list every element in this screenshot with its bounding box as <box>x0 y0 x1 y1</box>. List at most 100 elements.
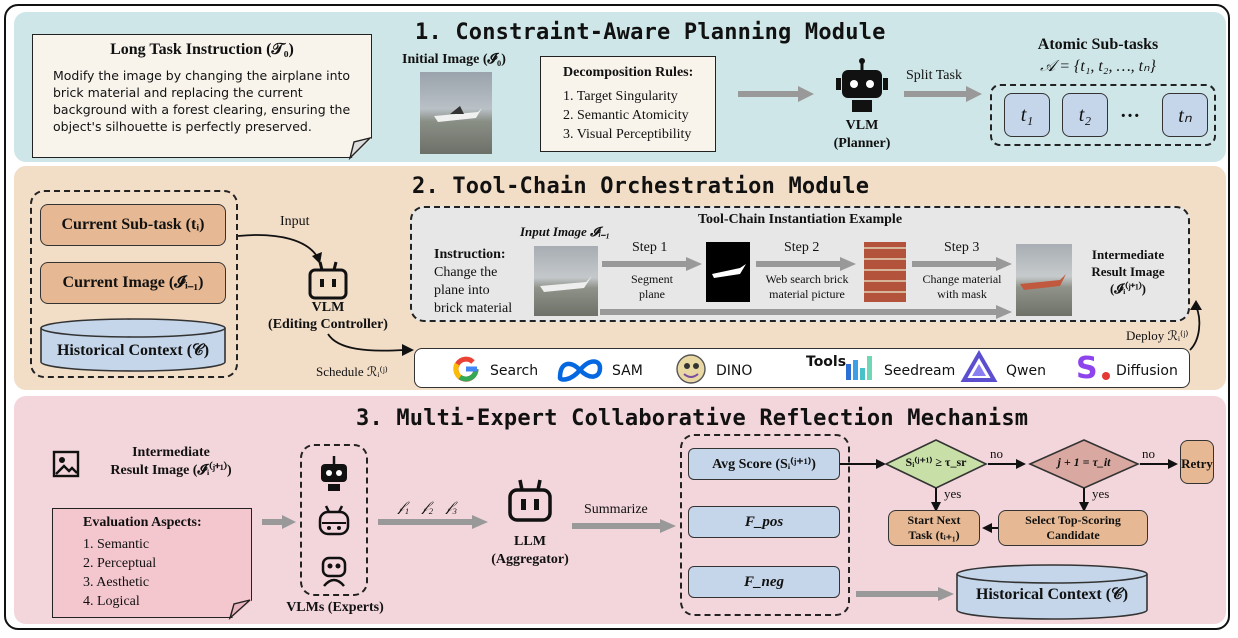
feedback-3: 𝒻₃ <box>446 500 458 515</box>
result-label: Intermediate Result Image (𝓘ᵢ⁽ʲ⁺¹⁾) <box>1076 246 1180 297</box>
aspects-list: 1. Semantic 2. Perceptual 3. Aesthetic 4… <box>83 535 156 611</box>
mask-image <box>706 242 750 302</box>
feedback-container <box>680 434 850 616</box>
instruction-line: Change the <box>434 265 498 280</box>
step3-desc: Change material with mask <box>914 272 1010 302</box>
instruction-head: Instruction: <box>434 247 506 262</box>
example-title: Tool-Chain Instantiation Example <box>697 212 903 227</box>
step-desc-line: plane <box>639 287 665 301</box>
input-label: Input <box>280 214 310 229</box>
result-line: Intermediate <box>1091 247 1165 262</box>
tool-qwen-label: Qwen <box>1006 363 1046 379</box>
tool-sam-label: SAM <box>612 363 643 379</box>
tool-dino-label: DINO <box>716 363 753 379</box>
meta-icon <box>557 359 603 382</box>
start-next-line: Task (tᵢ₊₁) <box>908 528 960 542</box>
module2-title: 2. Tool-Chain Orchestration Module <box>412 174 870 199</box>
split-task-label: Split Task <box>906 68 962 83</box>
tools-title: Tools <box>806 354 847 370</box>
rule-item: 1. Target Singularity <box>563 89 678 104</box>
schedule-arrow <box>327 333 414 356</box>
start-next-line: Start Next <box>907 513 961 527</box>
instruction-line: plane into <box>434 283 490 298</box>
arrow-split <box>904 86 982 102</box>
arrow-cond1-yes <box>931 488 941 512</box>
step3-arrow <box>912 257 1012 271</box>
start-next-task-box: Start Next Task (tᵢ₊₁) <box>888 510 980 546</box>
robot-icon <box>836 58 888 112</box>
instruction-title: Long Task Instruction (𝒯₀) <box>110 41 294 58</box>
module1-title: 1. Constraint-Aware Planning Module <box>415 20 886 45</box>
retry-label: Retry <box>1181 456 1213 471</box>
tool-diffusion-label: Diffusion <box>1116 363 1178 379</box>
subtask-t2: t₂ <box>1062 93 1108 137</box>
seedream-icon <box>846 356 872 380</box>
dino-icon <box>676 354 706 384</box>
step-desc-line: Web search brick <box>765 272 849 286</box>
llm-label: LLM <box>514 534 546 549</box>
robot-icon <box>318 505 350 536</box>
result-line: Result Image <box>1091 264 1165 279</box>
history-cylinder <box>956 564 1148 620</box>
aspect-item: 1. Semantic <box>83 537 150 552</box>
select-top-line: Select Top-Scoring <box>1025 513 1121 527</box>
deploy-arrow <box>1189 300 1202 351</box>
robot-icon <box>321 456 347 491</box>
feedback-1: 𝒻₁ <box>398 500 410 515</box>
tools-bar <box>414 348 1190 388</box>
tool-search-label: Search <box>490 363 539 379</box>
arrow-to-history <box>856 587 954 601</box>
historical-context-label: Historical Context (𝒞) <box>56 342 210 359</box>
svg-text:S: S <box>1076 351 1098 386</box>
subtask-t1: t₁ <box>1004 93 1050 137</box>
step-desc-line: material picture <box>769 287 845 301</box>
note-fold-icon <box>348 136 373 161</box>
google-icon <box>453 356 479 382</box>
f-neg-box: F_neg <box>688 566 840 598</box>
aspect-item: 4. Logical <box>83 594 140 609</box>
direct-arrow <box>600 305 1012 319</box>
llm-sub-label: (Aggregator) <box>491 552 569 567</box>
arrow-cond2-no <box>1140 459 1178 469</box>
experts-label: VLMs (Experts) <box>286 600 384 615</box>
planner-vlm-label: VLM <box>845 118 879 133</box>
historical-context-cylinder <box>40 318 226 372</box>
controller-sub-label: (Editing Controller) <box>268 317 388 332</box>
subtask-tn: tₙ <box>1162 93 1208 137</box>
subtask-ellipsis: … <box>1120 100 1140 122</box>
controller-vlm-label: VLM <box>311 300 345 315</box>
robot-icon <box>508 479 552 522</box>
outer-frame <box>4 4 1230 630</box>
rules-title: Decomposition Rules: <box>563 65 694 80</box>
instruction-lines: Change the plane into brick material <box>434 264 512 318</box>
instruction-line: brick material <box>434 301 513 316</box>
schedule-label: Schedule ℛᵢ⁽ʲ⁾ <box>316 364 388 379</box>
experts-container <box>300 444 368 596</box>
step2-label: Step 2 <box>784 240 820 255</box>
retry-box <box>1180 440 1214 484</box>
rules-list: 1. Target Singularity 2. Semantic Atomic… <box>563 87 691 144</box>
evaluation-aspects-note: Evaluation Aspects: 1. Semantic 2. Perce… <box>52 508 252 618</box>
avg-score-box: Avg Score (Sᵢ⁽ʲ⁺¹⁾) <box>688 448 840 480</box>
arrow-to-cond1 <box>840 459 886 469</box>
arrow-cond2-yes <box>1079 488 1089 512</box>
input-image-label: Input Image 𝓘ᵢ₋₁ <box>520 224 611 239</box>
result-line: (𝓘ᵢ⁽ʲ⁺¹⁾) <box>1109 281 1147 296</box>
aspect-item: 3. Aesthetic <box>83 575 150 590</box>
brick-image <box>864 242 906 302</box>
planner-sub-label: (Planner) <box>833 136 891 151</box>
arrow-to-aggregator <box>378 515 488 529</box>
step-desc-line: with mask <box>937 287 987 301</box>
initial-image-label: Initial Image (𝓘₀) <box>402 52 506 67</box>
tool-seedream-label: Seedream <box>884 363 956 379</box>
subtasks-title: Atomic Sub-tasks <box>1037 36 1159 53</box>
step1-label: Step 1 <box>632 240 668 255</box>
aspect-item: 2. Perceptual <box>83 556 157 571</box>
step1-desc: Segment plane <box>612 272 692 302</box>
intermediate-line: Intermediate <box>132 445 210 460</box>
long-task-instruction-note: Long Task Instruction (𝒯₀) Modify the im… <box>32 34 372 158</box>
rule-item: 3. Visual Perceptibility <box>563 127 692 142</box>
feedback-2: 𝒻₂ <box>422 500 434 515</box>
select-top-scoring-box: Select Top-Scoring Candidate <box>998 510 1148 546</box>
module3-title: 3. Multi-Expert Collaborative Reflection… <box>356 406 1029 431</box>
